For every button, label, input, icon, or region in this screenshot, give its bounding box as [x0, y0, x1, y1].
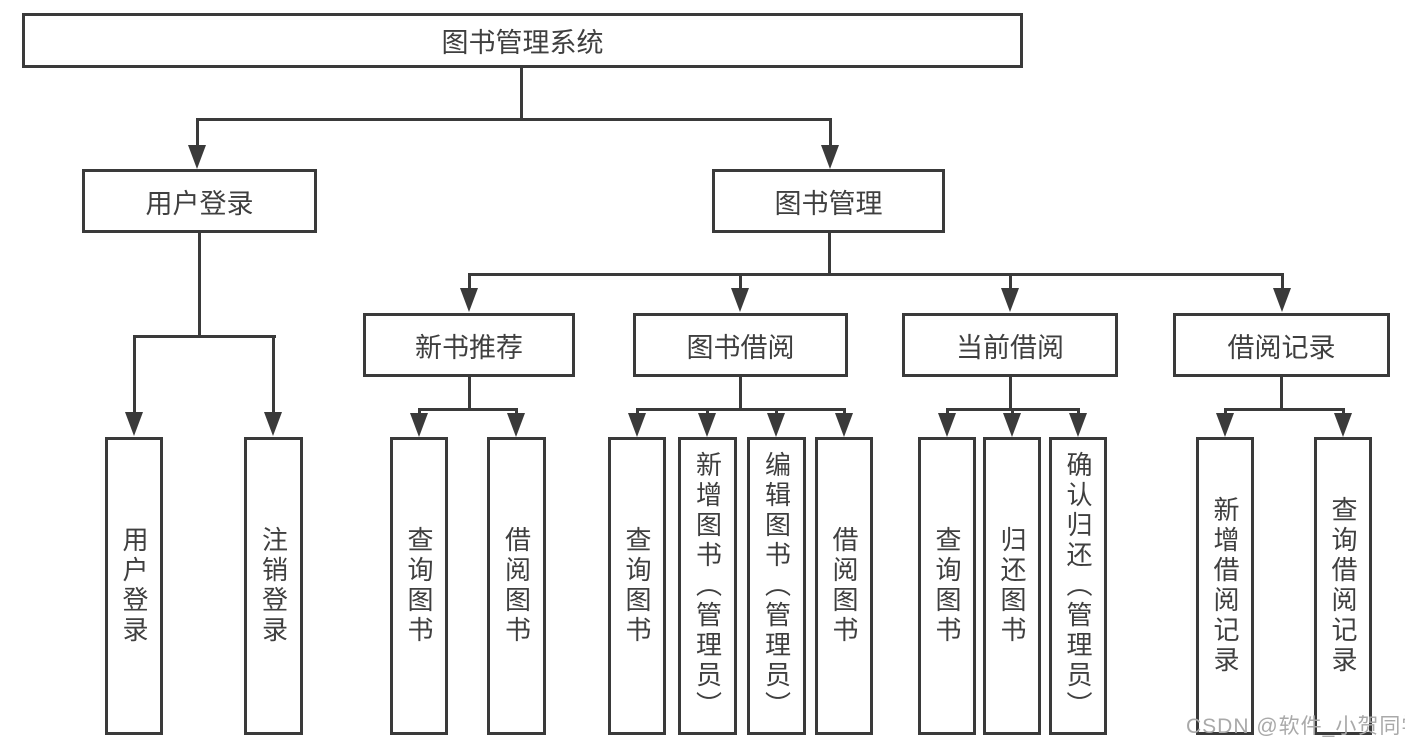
arrow-down-icon	[821, 145, 839, 169]
connector-line	[1342, 408, 1345, 415]
arrow-down-icon	[1003, 413, 1021, 437]
connector-line	[636, 408, 639, 415]
connector-line	[515, 408, 518, 415]
connector-line	[1280, 377, 1283, 411]
node-user-login: 用户登录	[82, 169, 317, 233]
arrow-down-icon	[1069, 413, 1087, 437]
connector-line	[1224, 408, 1345, 411]
arrow-down-icon	[731, 288, 749, 312]
leaf-query-books-recommend: 查询图书	[390, 437, 448, 735]
node-book-borrow: 图书借阅	[633, 313, 848, 377]
leaf-query-books-borrow: 查询图书	[608, 437, 666, 735]
arrow-down-icon	[188, 145, 206, 169]
connector-line	[739, 377, 742, 411]
connector-line	[418, 408, 518, 411]
connector-line	[520, 68, 523, 120]
connector-line	[1281, 273, 1284, 289]
connector-line	[418, 408, 421, 415]
arrow-down-icon	[767, 413, 785, 437]
connector-line	[706, 408, 709, 415]
leaf-confirm-return-admin: 确认归还（管理员）	[1049, 437, 1107, 735]
connector-line	[946, 408, 949, 415]
arrow-down-icon	[125, 412, 143, 436]
connector-line	[196, 118, 832, 121]
node-current-borrow: 当前借阅	[902, 313, 1118, 377]
node-borrow-records: 借阅记录	[1173, 313, 1390, 377]
watermark: CSDN @软件_小贺同学	[1186, 715, 1405, 738]
connector-line	[1011, 408, 1014, 415]
connector-line	[828, 233, 831, 276]
arrow-down-icon	[698, 413, 716, 437]
connector-line	[272, 335, 275, 413]
leaf-add-borrow-record: 新增借阅记录	[1196, 437, 1254, 735]
connector-line	[1077, 408, 1080, 415]
arrow-down-icon	[628, 413, 646, 437]
node-new-book-recommend: 新书推荐	[363, 313, 575, 377]
arrow-down-icon	[1001, 288, 1019, 312]
connector-line	[133, 335, 136, 413]
arrow-down-icon	[507, 413, 525, 437]
arrow-down-icon	[835, 413, 853, 437]
leaf-borrow-books-recommend: 借阅图书	[487, 437, 546, 735]
connector-line	[843, 408, 846, 415]
leaf-query-books-current: 查询图书	[918, 437, 976, 735]
connector-line	[468, 377, 471, 411]
leaf-add-books-admin: 新增图书（管理员）	[678, 437, 737, 735]
arrow-down-icon	[264, 412, 282, 436]
connector-line	[636, 408, 846, 411]
connector-line	[133, 335, 276, 338]
connector-line	[1224, 408, 1227, 415]
leaf-edit-books-admin: 编辑图书（管理员）	[747, 437, 806, 735]
connector-line	[196, 118, 199, 146]
leaf-borrow-books: 借阅图书	[815, 437, 873, 735]
leaf-query-borrow-record: 查询借阅记录	[1314, 437, 1372, 735]
arrow-down-icon	[938, 413, 956, 437]
arrow-down-icon	[460, 288, 478, 312]
node-root-library-system: 图书管理系统	[22, 13, 1023, 68]
arrow-down-icon	[1216, 413, 1234, 437]
connector-line	[468, 273, 1284, 276]
arrow-down-icon	[1273, 288, 1291, 312]
connector-line	[198, 233, 201, 338]
connector-line	[1009, 273, 1012, 289]
leaf-user-login: 用户登录	[105, 437, 163, 735]
connector-line	[468, 273, 471, 289]
node-book-management: 图书管理	[712, 169, 945, 233]
leaf-return-books: 归还图书	[983, 437, 1041, 735]
arrow-down-icon	[1334, 413, 1352, 437]
connector-line	[739, 273, 742, 289]
connector-line	[1009, 377, 1012, 411]
connector-line	[775, 408, 778, 415]
leaf-logout: 注销登录	[244, 437, 303, 735]
arrow-down-icon	[410, 413, 428, 437]
connector-line	[829, 118, 832, 146]
